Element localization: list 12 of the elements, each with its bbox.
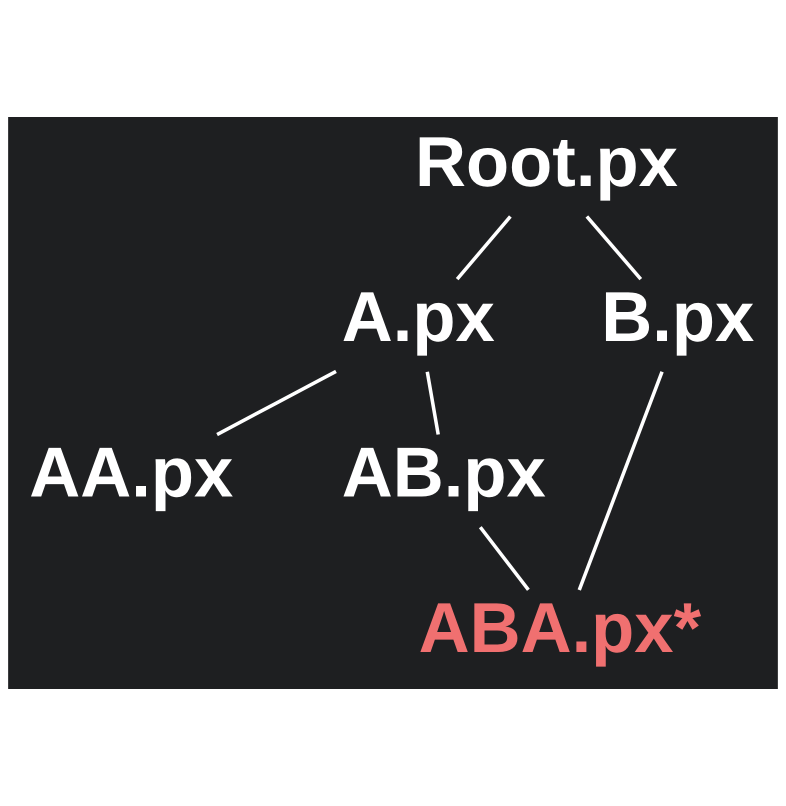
node-text: ABA.px* (418, 588, 702, 667)
connector (216, 370, 337, 436)
node-text: AA.px (29, 432, 234, 512)
connector (586, 215, 642, 280)
node-text: AB.px (342, 432, 546, 512)
node-text: B.px (601, 277, 754, 356)
node-text: Root.px (415, 122, 678, 201)
connector (478, 526, 530, 591)
connector (456, 215, 512, 280)
connector (578, 371, 664, 591)
connector (426, 372, 440, 435)
node-text: A.px (342, 277, 495, 356)
